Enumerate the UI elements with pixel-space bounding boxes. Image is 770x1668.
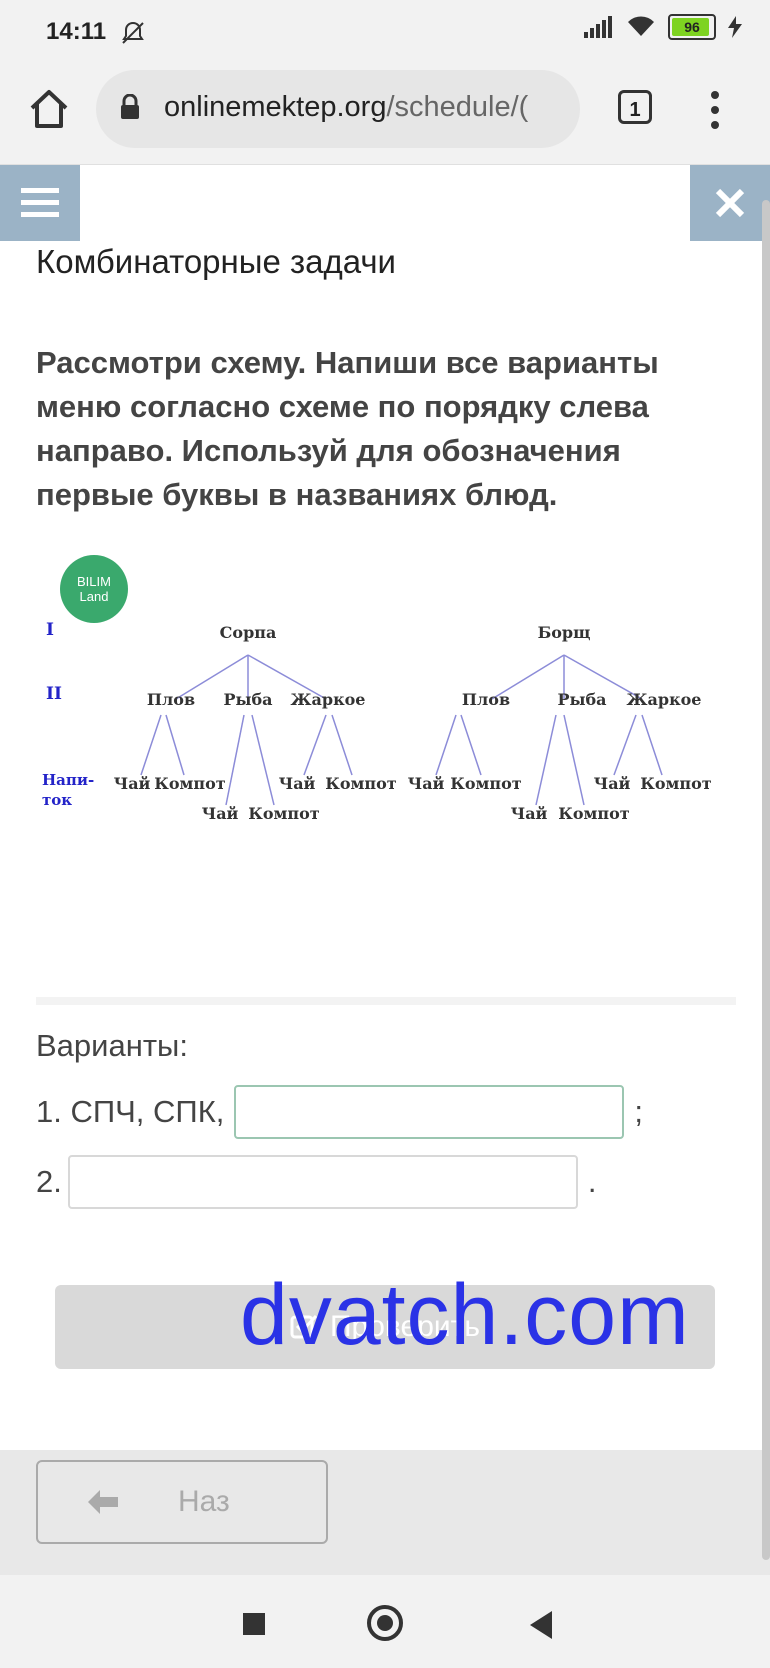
back-nav-icon[interactable]	[530, 1611, 552, 1639]
drink-kompot-2: Компот	[248, 804, 320, 823]
lock-icon	[121, 94, 139, 119]
drink-chai-3: Чай	[279, 774, 316, 793]
bilimland-logo: BILIM Land	[60, 555, 128, 623]
answer-input-1[interactable]	[234, 1085, 625, 1139]
dish-zharkoe-1: Жаркое	[291, 690, 366, 709]
hamburger-icon	[21, 188, 59, 217]
system-navigation-bar	[0, 1575, 770, 1668]
tabs-icon[interactable]: 1	[618, 90, 652, 124]
dish-plov-1: Плов	[147, 690, 195, 709]
home-nav-icon[interactable]	[367, 1605, 403, 1641]
variants-label: Варианты:	[36, 1028, 188, 1063]
close-button[interactable]	[690, 165, 770, 241]
drink-kompot-6: Компот	[640, 774, 712, 793]
wifi-icon	[628, 16, 654, 36]
mute-icon	[122, 21, 144, 44]
signal-icon	[584, 16, 612, 38]
drink-kompot-1: Компот	[154, 774, 226, 793]
answer-row-1-prefix: 1. СПЧ, СПК,	[36, 1094, 225, 1129]
browser-toolbar: onlinemektep.org/schedule/( 1	[0, 66, 770, 165]
drink-chai-2: Чай	[202, 804, 239, 823]
dish-ryba-1: Рыба	[223, 690, 272, 709]
answer-row-2-prefix: 2.	[36, 1164, 62, 1199]
charging-icon	[728, 16, 742, 38]
dish-plov-2: Плов	[462, 690, 510, 709]
battery-icon: 96	[668, 14, 716, 40]
drink-chai-1: Чай	[114, 774, 151, 793]
menu-button[interactable]	[0, 165, 80, 241]
recent-apps-icon[interactable]	[243, 1613, 265, 1635]
level-label-2: II	[46, 684, 62, 704]
status-bar: 14:11 96	[0, 0, 770, 66]
drink-kompot-4: Компот	[450, 774, 522, 793]
menu-tree-diagram: BILIM Land I II Напи- ток	[36, 555, 736, 875]
back-button-label: Наз	[178, 1485, 230, 1518]
dish-ryba-2: Рыба	[557, 690, 606, 709]
answer-row-2-suffix: .	[587, 1164, 597, 1199]
watermark: dvatch.com	[240, 1267, 690, 1363]
drink-chai-4: Чай	[408, 774, 445, 793]
bottom-navigation-area: Наз	[0, 1450, 770, 1575]
check-button[interactable]: Проверить	[55, 1285, 715, 1369]
more-menu-icon[interactable]	[705, 90, 725, 130]
dish-zharkoe-2: Жаркое	[627, 690, 702, 709]
tree-svg: I II Напи- ток Сорпа Борщ Плов Рыба Жарк…	[42, 620, 712, 823]
url-text: onlinemektep.org/schedule/(	[164, 91, 529, 123]
page-content: Комбинаторные задачи Рассмотри схему. На…	[0, 165, 770, 1575]
checkbox-check-icon	[290, 1314, 318, 1339]
drink-chai-6: Чай	[594, 774, 631, 793]
drink-kompot-5: Компот	[558, 804, 630, 823]
arrow-left-icon	[88, 1490, 118, 1514]
home-icon[interactable]	[26, 86, 72, 132]
drink-kompot-3: Компот	[325, 774, 397, 793]
task-instructions: Рассмотри схему. Напиши все варианты мен…	[36, 345, 659, 512]
page-title: Комбинаторные задачи	[36, 243, 396, 280]
root-borsch: Борщ	[538, 623, 591, 642]
answer-row-2: 2. .	[36, 1153, 596, 1211]
root-sorpa: Сорпа	[220, 623, 277, 642]
drink-chai-5: Чай	[511, 804, 548, 823]
level-label-1: I	[46, 620, 54, 640]
check-button-label: Проверить	[329, 1310, 481, 1343]
close-icon	[715, 188, 745, 218]
address-bar[interactable]: onlinemektep.org/schedule/(	[96, 70, 580, 148]
answer-row-1-suffix: ;	[634, 1094, 643, 1129]
divider	[36, 997, 736, 1005]
answer-input-2[interactable]	[67, 1155, 578, 1209]
level-label-3a: Напи-	[42, 771, 94, 789]
status-time: 14:11	[46, 18, 107, 45]
scrollbar[interactable]	[762, 200, 770, 1560]
answer-row-1: 1. СПЧ, СПК, ;	[36, 1083, 643, 1141]
back-button[interactable]: Наз	[36, 1460, 328, 1544]
level-label-3b: ток	[42, 791, 72, 809]
